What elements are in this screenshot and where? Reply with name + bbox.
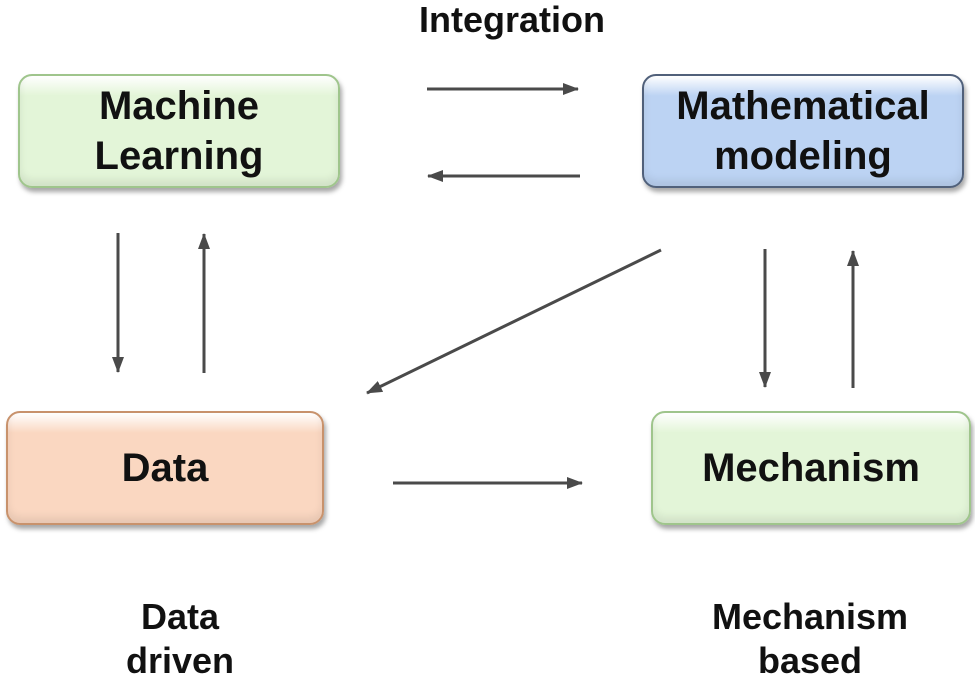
machine-learning-node: Machine Learning <box>18 74 340 188</box>
mathematical-modeling-node: Mathematical modeling <box>642 74 964 188</box>
diagram-title: Integration <box>419 0 605 40</box>
arrow-mm-to-data <box>366 248 662 395</box>
mechanism-based-caption: Mechanism based <box>711 596 909 681</box>
data-driven-caption: Data driven <box>125 596 235 681</box>
mechanism-node: Mechanism <box>651 411 971 525</box>
data-node: Data <box>6 411 324 525</box>
